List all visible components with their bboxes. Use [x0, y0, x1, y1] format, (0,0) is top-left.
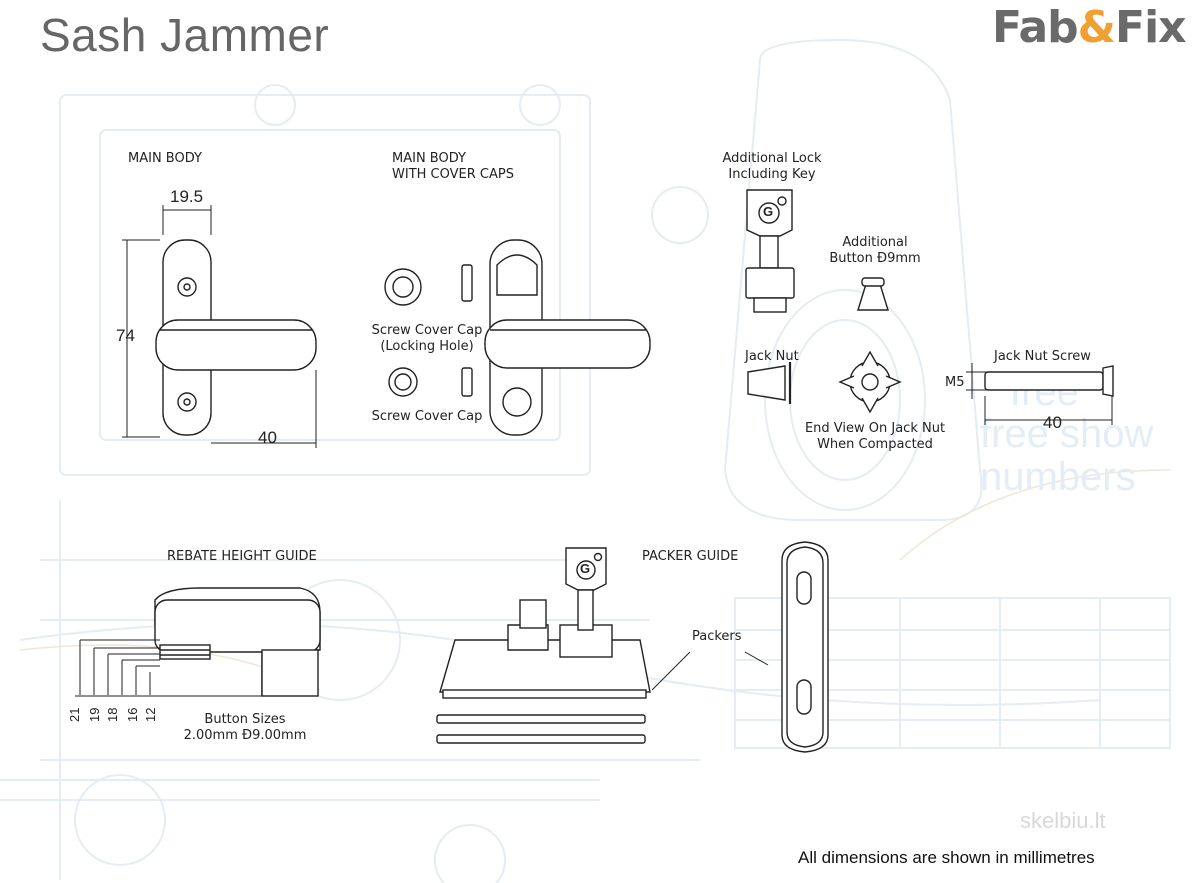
label-main-body: MAIN BODY [128, 151, 202, 166]
dim-rebate-19: 19 [87, 707, 102, 722]
dim-arm: 40 [258, 428, 277, 447]
dim-rebate-16: 16 [125, 707, 140, 722]
dim-m5: M5 [945, 375, 965, 390]
dim-screw-length: 40 [1043, 413, 1062, 432]
site-watermark: skelbiu.lt [1020, 808, 1106, 833]
label-additional-lock-2: Including Key [728, 167, 816, 182]
label-screw-cover-locking-1: Screw Cover Cap [371, 323, 483, 338]
dim-rebate-12: 12 [143, 707, 158, 722]
label-main-body-caps-1: MAIN BODY [392, 151, 466, 166]
dim-rebate-21: 21 [67, 707, 82, 722]
dim-height: 74 [116, 326, 135, 345]
label-screw-cover-locking-2: (Locking Hole) [380, 339, 474, 354]
label-button-sizes-1: Button Sizes [204, 712, 286, 727]
label-button-sizes-2: 2.00mm Ð9.00mm [183, 728, 307, 743]
label-end-view-2: When Compacted [817, 437, 933, 452]
label-jack-nut: Jack Nut [745, 349, 799, 364]
label-end-view-1: End View On Jack Nut [804, 421, 946, 436]
brand-logo: Fab&Fix [992, 2, 1187, 53]
watermark-line-3: numbers [980, 455, 1136, 499]
label-additional-button-2: Button Ð9mm [829, 251, 921, 266]
label-screw-cover-cap: Screw Cover Cap [371, 409, 483, 424]
key-logo-icon: G [763, 204, 774, 219]
dim-width: 19.5 [170, 187, 204, 206]
key-logo-icon: G [580, 561, 591, 576]
main-body-arm [155, 319, 317, 371]
label-additional-lock-1: Additional Lock [722, 151, 822, 166]
label-additional-button-1: Additional [842, 235, 908, 250]
label-jack-nut-screw: Jack Nut Screw [994, 349, 1091, 364]
page-title: Sash Jammer [40, 9, 330, 61]
dim-rebate-18: 18 [105, 707, 120, 722]
footer-note: All dimensions are shown in millimetres [798, 848, 1095, 867]
label-rebate-guide: REBATE HEIGHT GUIDE [167, 549, 317, 564]
label-main-body-caps-2: WITH COVER CAPS [392, 167, 514, 182]
label-packers: Packers [692, 629, 742, 644]
watermark-line-2: free show [980, 412, 1154, 456]
label-packer-guide: PACKER GUIDE [642, 549, 739, 564]
